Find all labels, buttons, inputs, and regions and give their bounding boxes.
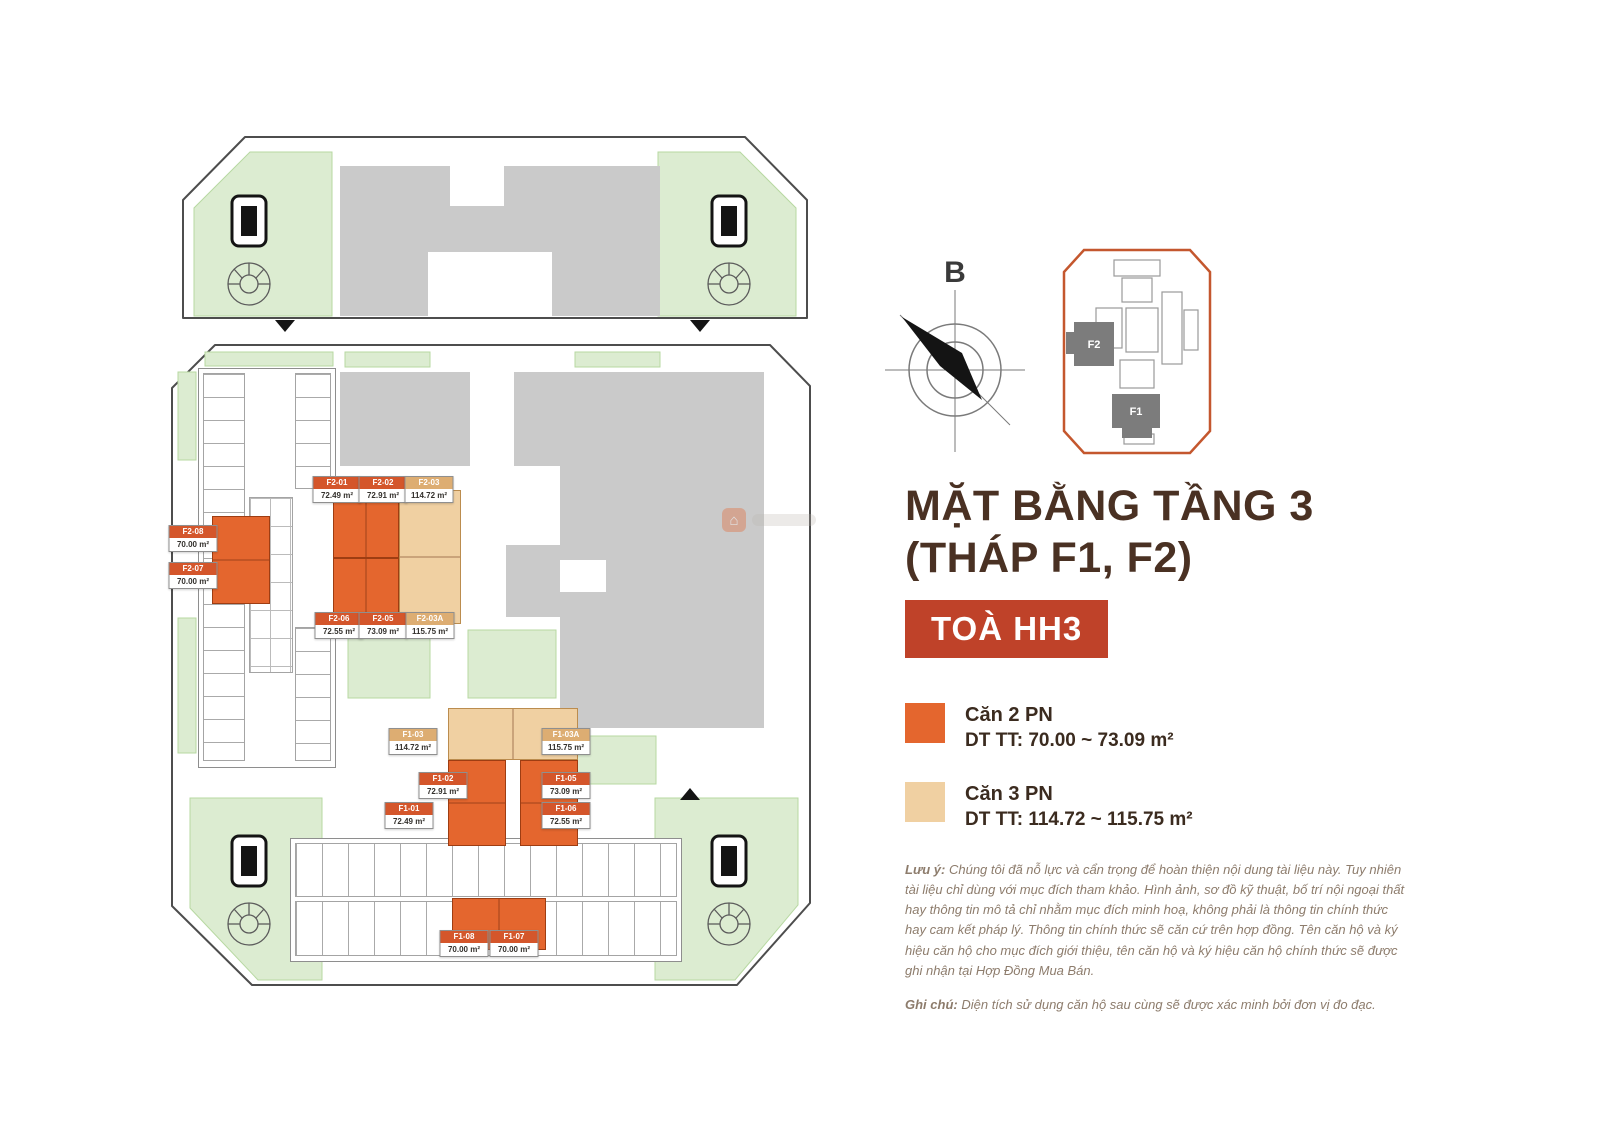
- note-ghi-chu-label: Ghi chú:: [905, 996, 958, 1012]
- legend-detail-2pn: DT TT: 70.00 ~ 73.09 m²: [965, 730, 1174, 751]
- unit-code: F2-05: [359, 613, 407, 625]
- unit-code: F1-03: [389, 729, 437, 741]
- unit-code: F2-07: [169, 563, 217, 575]
- unit-area: 73.09 m²: [549, 786, 583, 796]
- unit-code: F2-08: [169, 526, 217, 538]
- unit-code: F1-05: [542, 773, 590, 785]
- unit-code: F2-03A: [406, 613, 454, 625]
- legend-name-2pn: Căn 2 PN: [965, 704, 1053, 726]
- legend-item-2pn: Căn 2 PN DT TT: 70.00 ~ 73.09 m²: [905, 703, 1193, 754]
- unit-area: 70.00 m²: [497, 944, 531, 954]
- note-ghi-chu: Ghi chú: Diện tích sử dụng căn hộ sau cù…: [905, 995, 1410, 1015]
- page-title-line1: MẶT BẰNG TẦNG 3: [905, 482, 1314, 530]
- watermark-home-icon: ⌂: [722, 508, 746, 532]
- unit-area: 72.55 m²: [549, 816, 583, 826]
- legend-name-3pn: Căn 3 PN: [965, 782, 1053, 805]
- unit-code: F2-02: [359, 477, 407, 489]
- key-plan-graphic: F2 F1: [1062, 248, 1212, 455]
- building-masses: [340, 166, 764, 728]
- f2-unit-strip-right-top: [295, 373, 331, 489]
- unit-area: 115.75 m²: [547, 742, 585, 752]
- key-plan-f1-label: F1: [1130, 406, 1143, 418]
- note-luu-y-label: Lưu ý:: [905, 862, 946, 877]
- unit-area: 72.91 m²: [366, 490, 400, 500]
- unit-area: 115.75 m²: [411, 626, 449, 636]
- building-badge: TOÀ HH3: [905, 600, 1109, 658]
- legend: Căn 2 PN DT TT: 70.00 ~ 73.09 m² Căn 3 P…: [905, 703, 1193, 860]
- note-ghi-chu-text: Diện tích sử dụng căn hộ sau cùng sẽ đượ…: [961, 996, 1376, 1012]
- watermark-text-bar: [752, 514, 816, 526]
- unit-code: F1-06: [542, 803, 590, 815]
- page-title-line2: (THÁP F1, F2): [905, 534, 1193, 583]
- unit-code: F1-03A: [542, 729, 590, 741]
- unit-area: 114.72 m²: [410, 490, 448, 500]
- entrance-arrow-icon: [275, 320, 295, 332]
- unit-code: F1-08: [440, 931, 488, 943]
- key-plan: F2 F1: [1062, 248, 1212, 460]
- legend-item-3pn: Căn 3 PN DT TT: 114.72 ~ 115.75 m²: [905, 781, 1193, 833]
- compass-graphic: B: [885, 256, 1025, 452]
- unit-code: F1-01: [385, 803, 433, 815]
- unit-code: F1-07: [490, 931, 538, 943]
- legend-swatch-2pn: [905, 703, 945, 743]
- entrance-arrow-icons: [275, 320, 710, 800]
- unit-area: 70.00 m²: [447, 944, 481, 954]
- unit-area: 114.72 m²: [394, 742, 432, 752]
- note-luu-y: Lưu ý: Chúng tôi đã nỗ lực và cẩn trọng …: [905, 860, 1410, 981]
- unit-area: 73.09 m²: [366, 626, 400, 636]
- legend-swatch-3pn: [905, 781, 945, 822]
- unit-footprint-f2-03-03a: [399, 490, 461, 624]
- legend-detail-3pn: DT TT: 114.72 ~ 115.75 m²: [965, 808, 1193, 830]
- unit-area: 72.91 m²: [426, 786, 460, 796]
- unit-code: F2-01: [313, 477, 361, 489]
- note-luu-y-text: Chúng tôi đã nỗ lực và cẩn trọng để hoàn…: [905, 862, 1405, 978]
- key-plan-f2-label: F2: [1088, 339, 1101, 351]
- watermark: ⌂: [722, 508, 816, 532]
- compass-north-label: B: [944, 256, 966, 289]
- unit-area: 72.49 m²: [320, 490, 354, 500]
- notes: Lưu ý: Chúng tôi đã nỗ lực và cẩn trọng …: [905, 860, 1410, 1029]
- unit-area: 72.55 m²: [322, 626, 356, 636]
- compass-needle-icon: [902, 317, 982, 400]
- unit-area: 72.49 m²: [392, 816, 426, 826]
- page-title: MẶT BẰNG TẦNG 3 (THÁP F1, F2): [905, 480, 1314, 585]
- compass: B: [880, 250, 1030, 465]
- entrance-arrow-icon: [680, 788, 700, 800]
- unit-footprint-f2-08-07: [212, 516, 270, 604]
- unit-area: 70.00 m²: [176, 539, 210, 549]
- f1-unit-strip-top: [295, 843, 677, 897]
- unit-code: F2-03: [405, 477, 453, 489]
- entrance-arrow-icon: [690, 320, 710, 332]
- unit-code: F2-06: [315, 613, 363, 625]
- unit-code: F1-02: [419, 773, 467, 785]
- f2-unit-strip-right-bottom: [295, 627, 331, 761]
- unit-area: 70.00 m²: [176, 576, 210, 586]
